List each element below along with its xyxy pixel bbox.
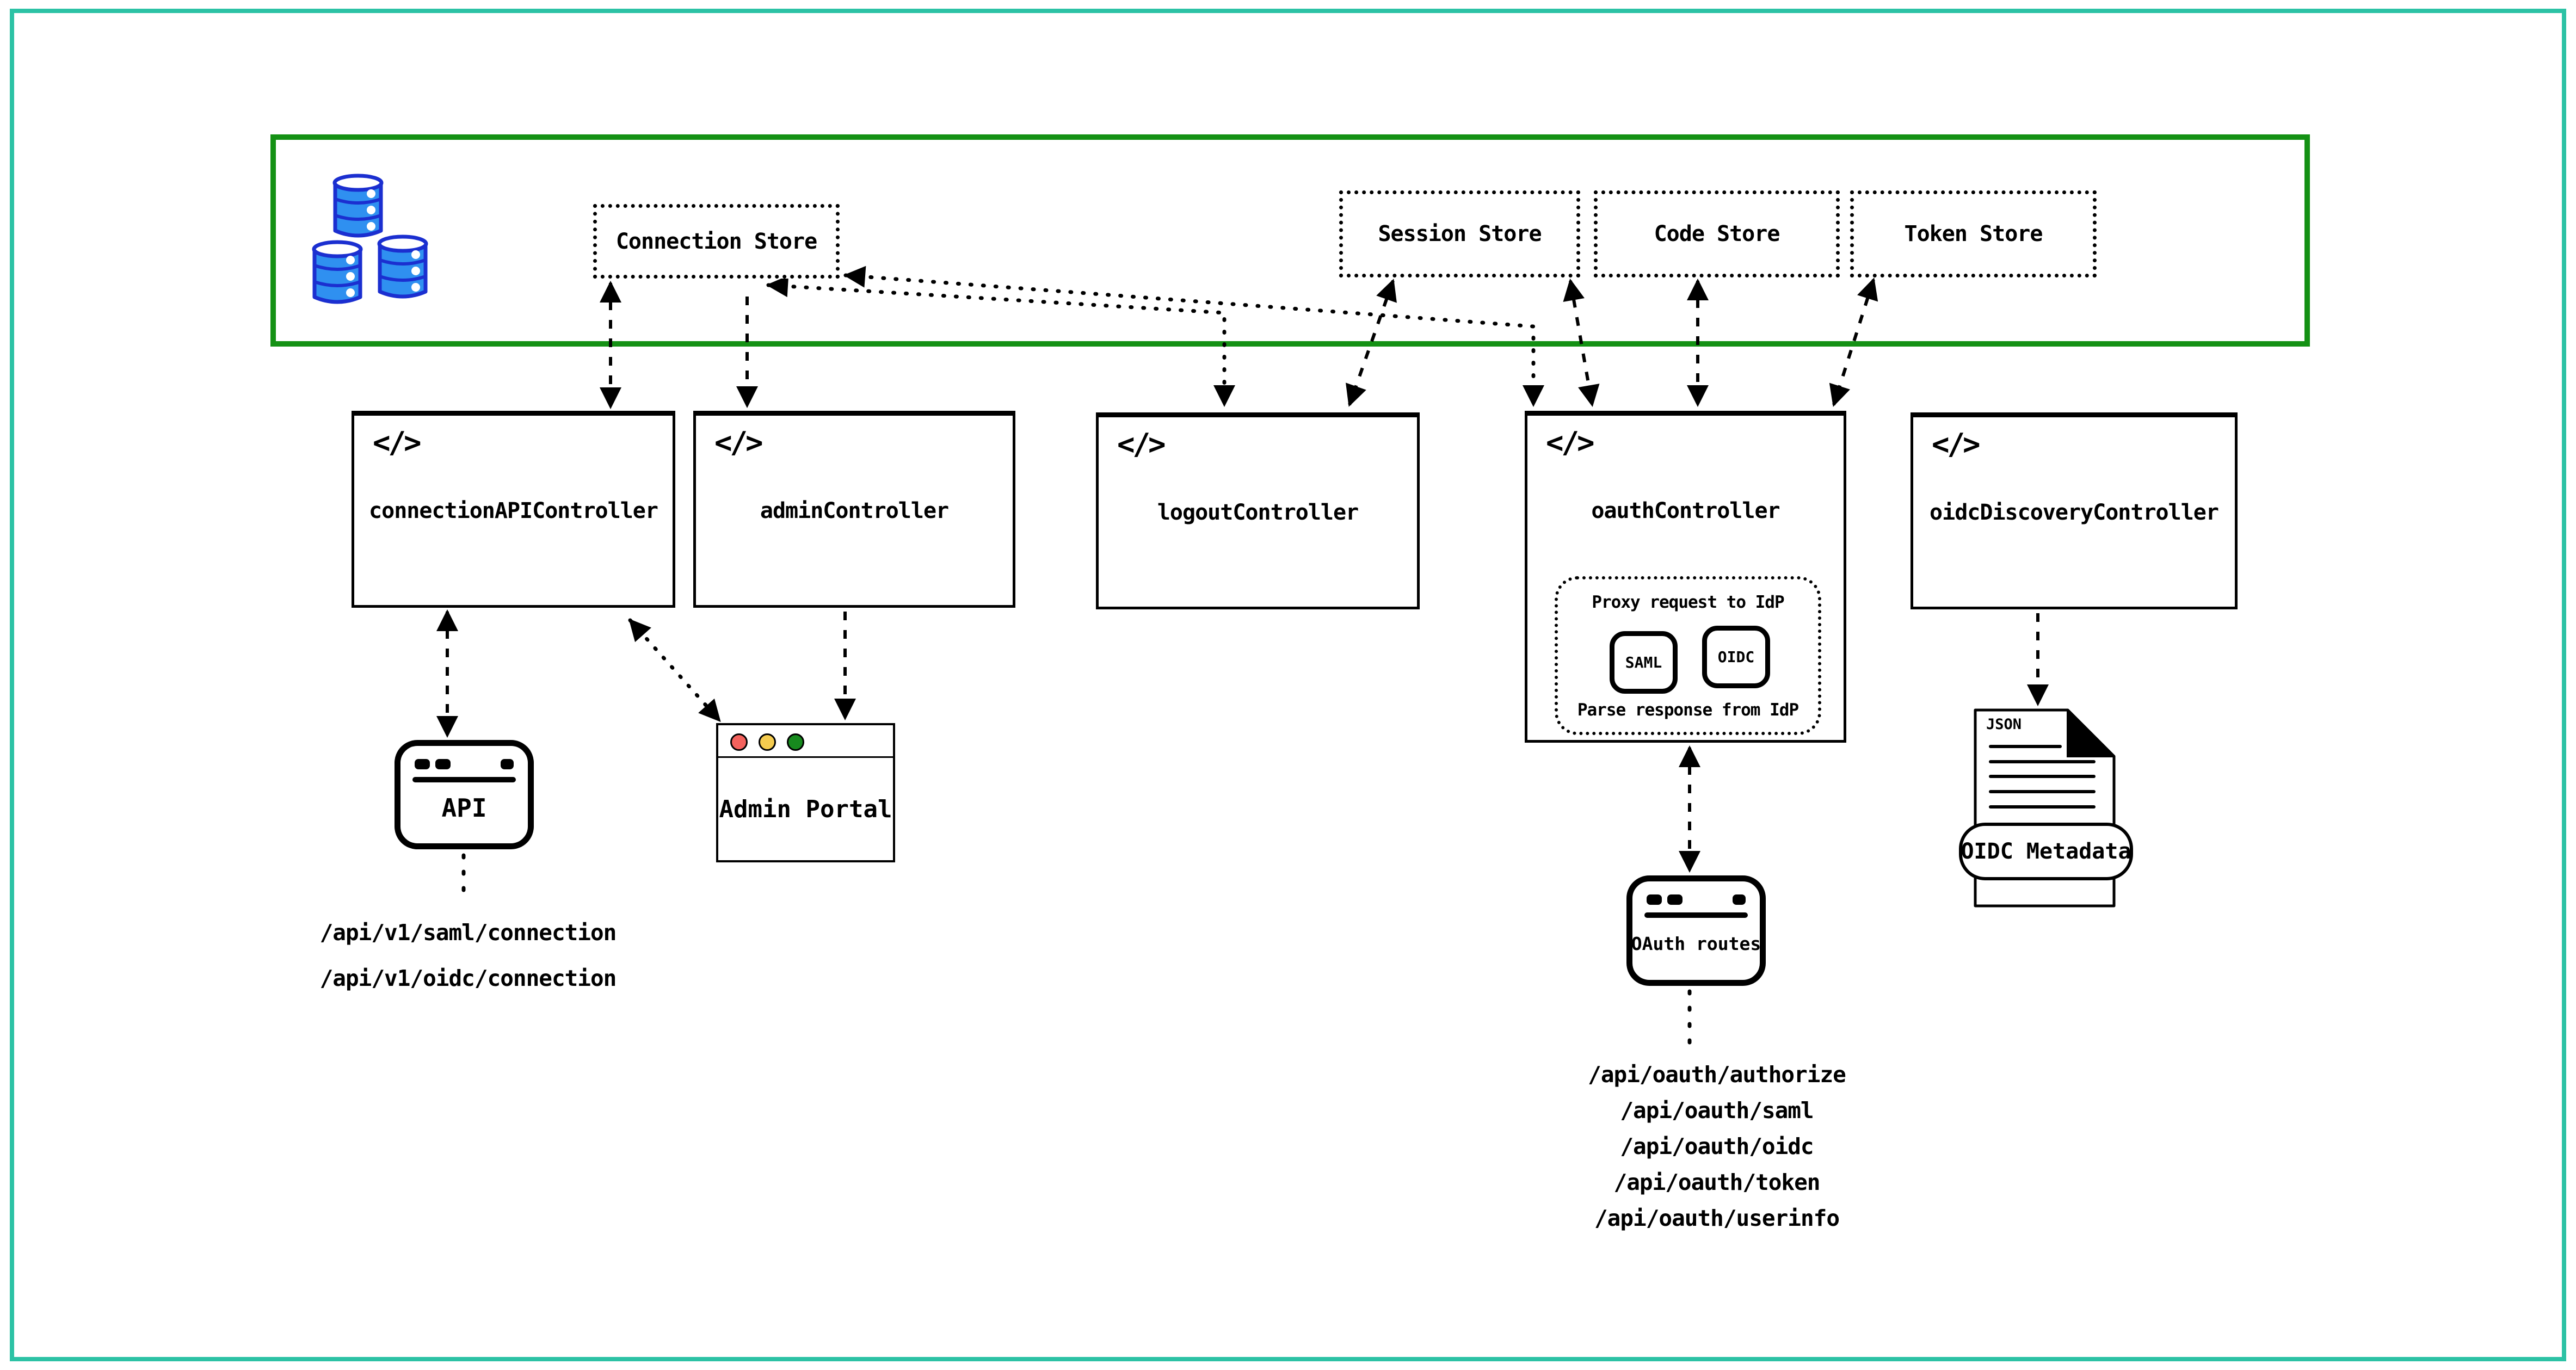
logout-controller: </> logoutController [1096,412,1420,609]
parse-response-label: Parse response from IdP [1577,700,1799,720]
endpoint-path: /api/oauth/token [1613,1169,1821,1195]
code-icon: </> [1932,427,1981,461]
oauth-controller-label: oauthController [1591,498,1780,523]
oauth-endpoints: /api/oauth/authorize /api/oauth/saml /ap… [1526,1057,1907,1236]
admin-portal-label: Admin Portal [719,795,892,823]
arrow-sessionstore-logout-left [1346,279,1397,407]
saml-badge: SAML [1610,631,1678,694]
arrow-sessionstore-oauth [1563,279,1600,407]
oauth-routes-window: OAuth routes [1626,875,1766,986]
json-type-label: JSON [1986,716,2022,733]
window-dot-icon [1667,894,1683,905]
oidc-badge-label: OIDC [1717,648,1755,666]
code-icon: </> [714,425,763,460]
arrow-tokenstore-oauth [1829,277,1878,407]
oidc-discovery-controller-label: oidcDiscoveryController [1930,500,2219,525]
code-store-label: Code Store [1654,221,1780,246]
window-titlebar-line [412,777,516,782]
token-store-label: Token Store [1904,221,2043,246]
api-window-label: API [441,793,487,823]
token-store: Token Store [1850,190,2097,277]
oidc-discovery-controller: </> oidcDiscoveryController [1911,412,2238,609]
minimize-dot-icon [759,733,776,751]
connection-store-label: Connection Store [615,229,817,254]
endpoint-path: /api/oauth/userinfo [1594,1205,1840,1231]
oauth-controller: </> oauthController Proxy request to IdP… [1525,411,1846,743]
endpoint-path: /api/v1/oidc/connection [319,965,617,991]
connection-api-controller: </> connectionAPIController [352,411,675,608]
saml-badge-label: SAML [1625,653,1662,671]
arrow-oauth-connstore [843,266,1544,407]
admin-portal-window: Admin Portal [716,723,895,862]
session-store: Session Store [1339,190,1580,277]
arrows [436,266,2049,1051]
code-store: Code Store [1594,190,1840,277]
arrow-logout-connstore [766,275,1235,407]
browser-titlebar [718,725,893,758]
code-icon: </> [1117,427,1166,461]
window-dot-icon [1733,894,1746,905]
code-icon: </> [373,425,422,460]
code-icon: </> [1546,425,1595,460]
oidc-metadata-badge: OIDC Metadata [1959,823,2133,880]
endpoint-path: /api/oauth/authorize [1588,1062,1846,1088]
endpoint-path: /api/oauth/saml [1620,1097,1814,1124]
window-dot-icon [501,759,514,769]
close-dot-icon [730,733,748,751]
arrow-connapi-adminportal [628,618,722,723]
connection-store: Connection Store [593,204,840,279]
window-dot-icon [435,759,451,769]
window-dot-icon [1647,894,1662,905]
logout-controller-label: logoutController [1157,500,1359,525]
endpoint-path: /api/oauth/oidc [1620,1133,1814,1159]
window-dot-icon [415,759,430,769]
outer-frame [10,9,2566,1361]
oauth-routes-label: OAuth routes [1631,933,1761,954]
endpoint-path: /api/v1/saml/connection [319,919,617,946]
database-icon [312,174,428,304]
idp-proxy-box: Proxy request to IdP SAML OIDC Parse res… [1555,576,1821,735]
maximize-dot-icon [787,733,804,751]
session-store-label: Session Store [1378,221,1542,246]
connection-endpoints: /api/v1/saml/connection /api/v1/oidc/con… [278,910,658,1001]
window-titlebar-line [1644,912,1748,918]
oidc-metadata-label: OIDC Metadata [1961,839,2131,864]
proxy-request-label: Proxy request to IdP [1592,593,1784,612]
admin-controller: </> adminController [693,411,1015,608]
api-window: API [395,740,534,849]
connection-api-controller-label: connectionAPIController [369,498,658,523]
oidc-badge: OIDC [1702,626,1770,688]
admin-controller-label: adminController [760,498,949,523]
